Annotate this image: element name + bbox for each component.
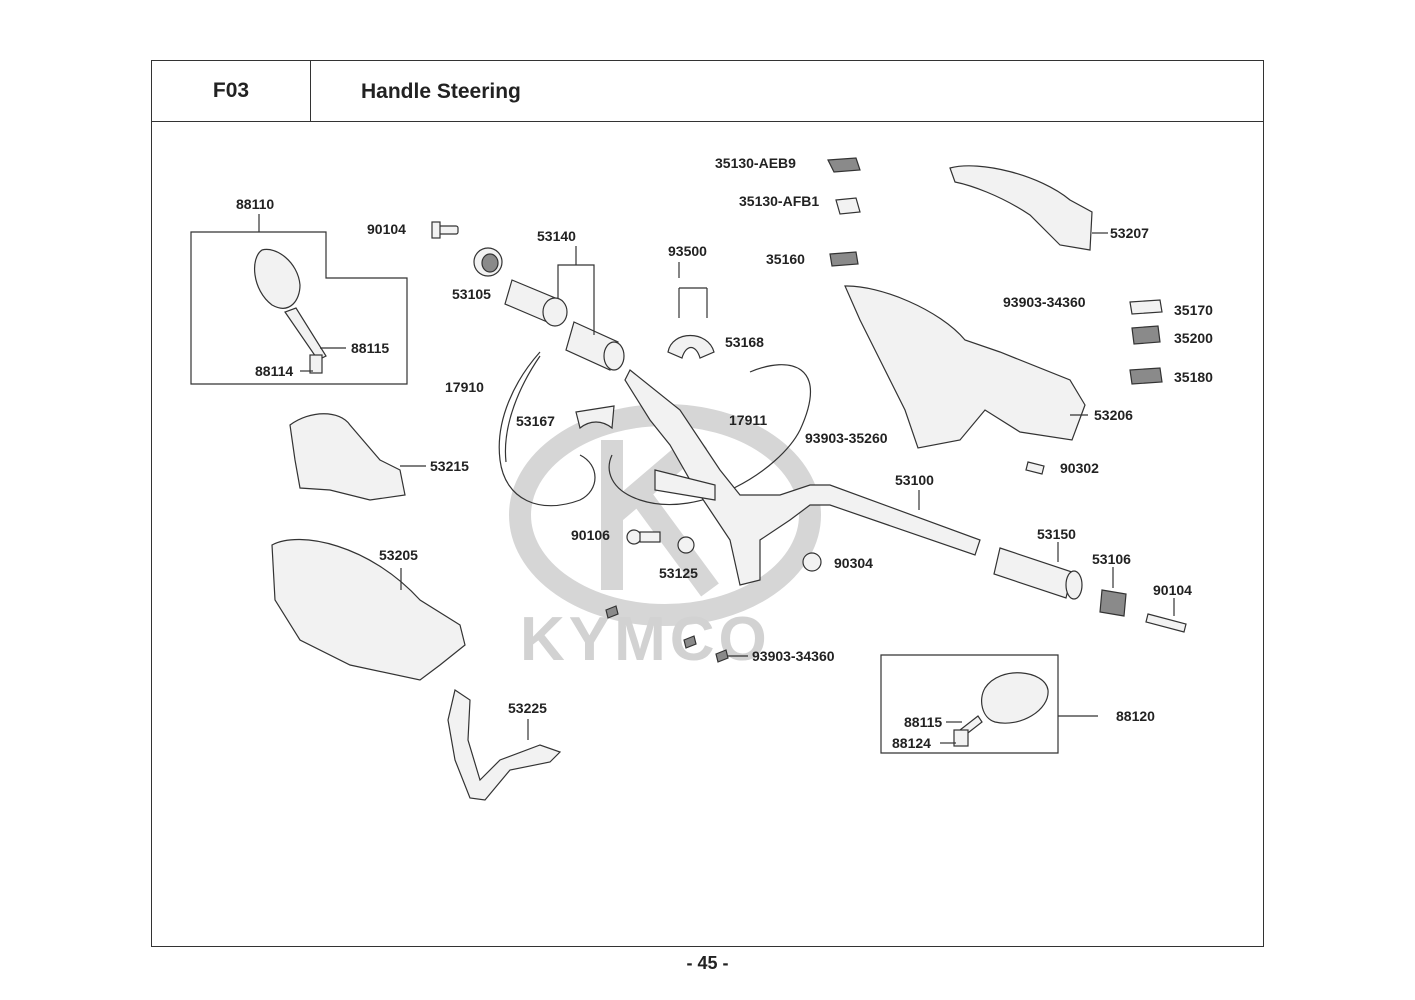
label-53105: 53105 xyxy=(452,286,491,302)
label-35130-afb1: 35130-AFB1 xyxy=(739,193,819,209)
grip-53140 xyxy=(504,246,625,371)
label-88115-left: 88115 xyxy=(351,340,389,356)
nut-90304 xyxy=(802,552,822,572)
handlebar-53100 xyxy=(624,369,981,586)
mirror-left-group xyxy=(190,214,408,385)
label-93500: 93500 xyxy=(668,243,707,259)
diagram-frame xyxy=(151,121,1264,947)
panel-53225 xyxy=(447,689,562,801)
label-90104-upper: 90104 xyxy=(367,221,406,237)
washer-53125 xyxy=(677,536,695,554)
label-35160: 35160 xyxy=(766,251,805,267)
kymco-watermark: KYMCO xyxy=(509,404,821,674)
label-35170: 35170 xyxy=(1174,302,1213,318)
label-53125: 53125 xyxy=(659,565,698,581)
screws-93500 xyxy=(678,262,708,318)
label-93903-34360-lower: 93903-34360 xyxy=(752,648,835,664)
page-title: Handle Steering xyxy=(310,60,1264,122)
label-53140: 53140 xyxy=(537,228,576,244)
label-90304: 90304 xyxy=(834,555,873,571)
label-53205: 53205 xyxy=(379,547,418,563)
label-35200: 35200 xyxy=(1174,330,1213,346)
bolt-90302 xyxy=(1025,461,1045,475)
weight-53105 xyxy=(473,247,503,277)
label-53206: 53206 xyxy=(1094,407,1133,423)
label-88124: 88124 xyxy=(892,735,931,751)
cover-53206 xyxy=(844,285,1088,449)
cable-17910 xyxy=(498,351,596,507)
label-88120: 88120 xyxy=(1116,708,1155,724)
switch-35170 xyxy=(1129,299,1163,315)
screws-93903-34360-lower xyxy=(605,605,748,663)
cover-53205 xyxy=(271,538,466,681)
switch-35130-afb1 xyxy=(835,197,861,215)
label-35180: 35180 xyxy=(1174,369,1213,385)
label-53225: 53225 xyxy=(508,700,547,716)
bolt-90104-upper xyxy=(431,221,459,239)
label-53100: 53100 xyxy=(895,472,934,488)
watermark-text: KYMCO xyxy=(520,605,771,674)
label-35130-aeb9: 35130-AEB9 xyxy=(715,155,796,171)
weight-53106 xyxy=(1099,567,1127,617)
switch-35130-aeb9 xyxy=(827,157,861,173)
bolt-90106 xyxy=(626,529,661,545)
cover-53215 xyxy=(289,413,426,501)
label-53168: 53168 xyxy=(725,334,764,350)
label-53167: 53167 xyxy=(516,413,555,429)
label-88110: 88110 xyxy=(236,196,274,212)
label-90106: 90106 xyxy=(571,527,610,543)
label-53106: 53106 xyxy=(1092,551,1131,567)
label-53215: 53215 xyxy=(430,458,469,474)
bolt-90104-lower xyxy=(1145,598,1187,633)
switch-35200 xyxy=(1131,325,1161,345)
mirror-right-group xyxy=(880,654,1098,754)
right-grip-53150 xyxy=(993,542,1083,600)
switch-35180 xyxy=(1129,367,1163,385)
label-93903-35260: 93903-35260 xyxy=(805,430,888,446)
label-88114: 88114 xyxy=(255,363,293,379)
label-90104-lower: 90104 xyxy=(1153,582,1192,598)
cable-17911 xyxy=(608,364,812,506)
label-17911: 17911 xyxy=(729,412,767,428)
clamp-53168 xyxy=(667,334,715,359)
label-17910: 17910 xyxy=(445,379,484,395)
label-53150: 53150 xyxy=(1037,526,1076,542)
clamp-53167 xyxy=(575,405,615,430)
label-88115-right: 88115 xyxy=(904,714,942,730)
switch-35160 xyxy=(829,251,859,267)
label-93903-34360-upper: 93903-34360 xyxy=(1003,294,1086,310)
label-53207: 53207 xyxy=(1110,225,1149,241)
label-90302: 90302 xyxy=(1060,460,1099,476)
page-number: - 45 - xyxy=(686,953,729,973)
cover-53207 xyxy=(949,165,1108,251)
